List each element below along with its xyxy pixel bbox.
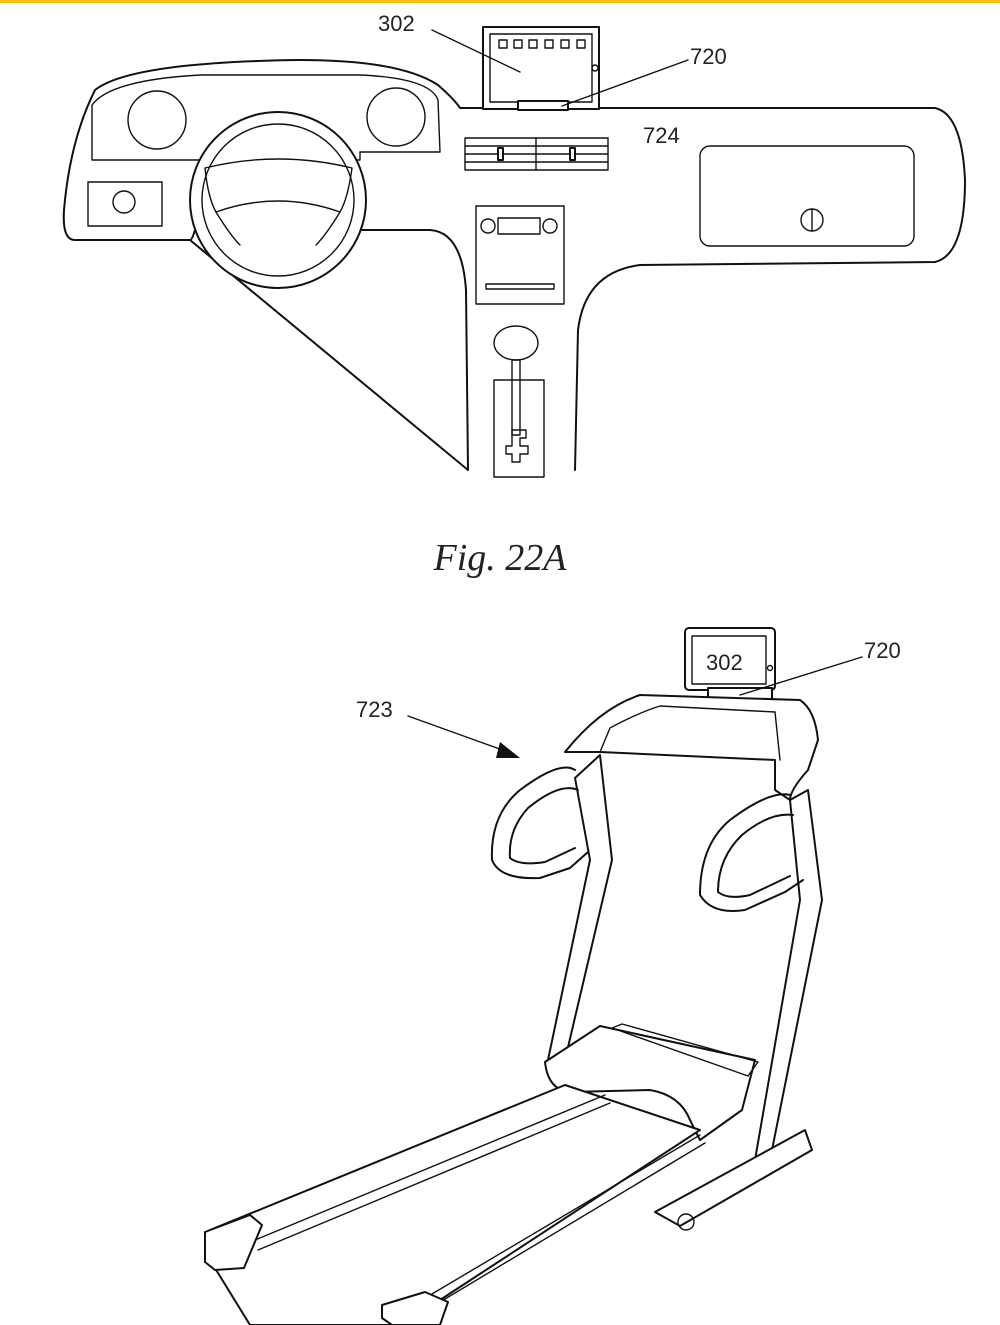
dash-display-button [591,64,599,72]
vent-tab [569,147,576,161]
dashboard-outline [62,59,966,471]
label-720: 720 [690,44,727,69]
left-vent [87,181,163,227]
motor-hood-top [611,1023,759,1077]
treadmill-display-button [766,664,774,672]
radio-knob-right [542,218,558,234]
label-724: 724 [643,123,680,148]
treadmill-drawing: 302 723 720 [204,627,901,1325]
right-base-rail [654,1129,813,1227]
glove-box [699,145,915,247]
radio-knob-left [480,218,496,234]
console-face [599,705,781,761]
gear-knob [493,325,539,361]
deck-side-line [257,1102,611,1251]
steering-wheel [189,111,367,289]
speedometer-gauge [127,90,187,150]
gear-stick [511,359,521,436]
right-upright [754,789,823,1161]
vent-tab [497,147,504,161]
treadmill-deck [209,1084,701,1325]
leader-line-302 [431,29,521,73]
running-belt-edge-left [254,1094,606,1241]
dash-mount-720 [517,100,569,111]
left-vent-knob [112,190,136,214]
figure-caption: Fig. 22A [433,537,567,579]
leader-line-720 [561,59,689,107]
label-720b: 720 [864,638,901,663]
radio-display [497,217,541,235]
rear-wheel [677,1213,695,1231]
treadmill-console [564,694,819,801]
right-handle-inner [717,813,794,898]
gear-gate-pattern [505,429,529,463]
left-handle-inner [508,787,579,865]
radio-unit [475,205,565,305]
left-handle [490,766,589,880]
steering-wheel-spoke [215,211,341,246]
steering-wheel-inner-rim [201,123,355,277]
front-end-cap-right [381,1291,449,1325]
treadmill-display-screen [691,635,767,685]
gear-gate [493,379,545,478]
leader-line-720b [739,656,863,696]
left-upright [547,754,613,1061]
radio-slot [485,283,555,290]
label-723: 723 [356,697,393,722]
instrument-cluster-bezel [91,74,441,161]
front-end-cap [204,1214,263,1271]
dashboard-drawing: 302 720 724 [62,11,966,478]
tachometer-gauge [366,87,426,147]
leader-arrow-723 [407,715,509,753]
right-handle [699,793,804,912]
treadmill-display-label: 302 [706,650,743,675]
deck-side-line [409,1142,706,1321]
label-302: 302 [378,11,415,36]
running-belt-edge-right [404,1134,701,1311]
dash-display-app-icons [498,39,586,49]
top-accent-rule [0,0,1000,3]
arrowhead-723 [496,742,520,758]
